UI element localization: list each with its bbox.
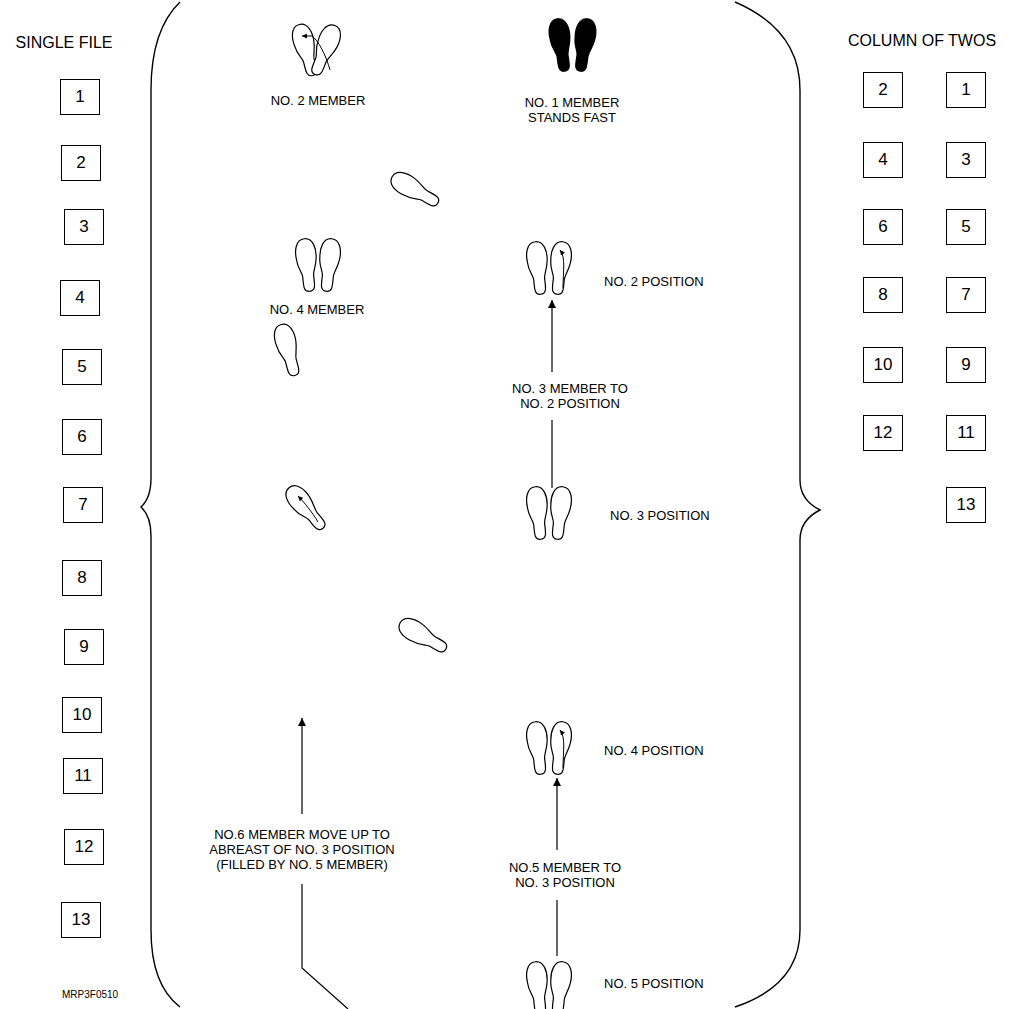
footprint xyxy=(547,721,573,776)
step-note: NO. 3 POSITION xyxy=(610,508,710,523)
member-number: 11 xyxy=(74,766,92,786)
member-number: 9 xyxy=(79,637,88,657)
member-number: 13 xyxy=(72,910,91,930)
footprint xyxy=(294,238,320,293)
footprint xyxy=(547,17,574,72)
move-arrow xyxy=(551,420,552,488)
move-arrow xyxy=(556,778,557,850)
rank-box: 3 xyxy=(946,142,986,178)
member-number: 5 xyxy=(77,357,86,377)
rank-box: 6 xyxy=(863,209,903,245)
footprint xyxy=(525,241,551,296)
turn-arrow xyxy=(560,730,564,768)
member-number: 10 xyxy=(73,705,92,725)
step-note: NO. 4 MEMBER xyxy=(270,302,365,317)
footprint xyxy=(281,481,331,535)
move-arrow xyxy=(551,300,552,372)
rank-box: 9 xyxy=(946,347,986,383)
footprint xyxy=(387,168,443,212)
member-number: 10 xyxy=(874,355,893,375)
member-number: 7 xyxy=(961,285,970,305)
rank-box: 4 xyxy=(863,142,903,178)
member-number: 6 xyxy=(878,217,887,237)
footprint xyxy=(525,961,551,1009)
member-number: 12 xyxy=(874,423,893,443)
formation-heading: COLUMN OF TWOS xyxy=(848,31,996,50)
rank-box: 9 xyxy=(64,629,104,665)
turn-arrow xyxy=(302,36,330,70)
step-note: NO. 2 MEMBER xyxy=(271,93,366,108)
rank-box: 5 xyxy=(62,349,102,385)
member-number: 7 xyxy=(78,495,87,515)
move-arrow xyxy=(302,884,348,1009)
figure-code: MRP3F0510 xyxy=(62,989,118,1001)
member-number: 1 xyxy=(961,80,970,100)
formation-heading: SINGLE FILE xyxy=(16,33,113,52)
rank-box: 7 xyxy=(946,277,986,313)
rank-box: 2 xyxy=(61,145,101,181)
rank-box: 12 xyxy=(64,829,104,865)
member-number: 8 xyxy=(77,568,86,588)
member-number: 4 xyxy=(75,288,84,308)
footprint xyxy=(525,486,551,541)
member-number: 11 xyxy=(957,423,975,443)
footprint xyxy=(395,614,451,658)
footprint xyxy=(570,17,597,72)
footprint xyxy=(316,238,342,293)
footprint xyxy=(547,486,573,541)
rank-box: 7 xyxy=(63,487,103,523)
step-note: NO.6 MEMBER MOVE UP TO ABREAST OF NO. 3 … xyxy=(204,827,400,872)
footprint xyxy=(306,22,345,79)
rank-box: 4 xyxy=(60,280,100,316)
move-arrow xyxy=(556,900,557,956)
right-brace xyxy=(735,2,820,1007)
rank-box: 6 xyxy=(62,419,102,455)
member-number: 2 xyxy=(878,80,887,100)
rank-box: 10 xyxy=(863,347,903,383)
step-note: NO. 1 MEMBER STANDS FAST xyxy=(512,95,632,125)
turn-arrow xyxy=(298,496,318,522)
rank-box: 1 xyxy=(946,72,986,108)
member-number: 2 xyxy=(76,153,85,173)
rank-box: 5 xyxy=(946,209,986,245)
rank-box: 1 xyxy=(60,79,100,115)
step-note: NO. 4 POSITION xyxy=(604,743,704,758)
step-note: NO.5 MEMBER TO NO. 3 POSITION xyxy=(495,860,635,890)
step-note: NO. 3 MEMBER TO NO. 2 POSITION xyxy=(500,381,640,411)
member-number: 5 xyxy=(961,217,970,237)
footprint xyxy=(547,241,573,296)
turn-arrow xyxy=(560,250,564,288)
member-number: 8 xyxy=(878,285,887,305)
member-number: 3 xyxy=(961,150,970,170)
member-number: 12 xyxy=(75,837,94,857)
move-arrow xyxy=(301,718,302,814)
footprint xyxy=(271,322,304,378)
member-number: 3 xyxy=(79,217,88,237)
step-note: NO. 5 POSITION xyxy=(604,976,704,991)
rank-box: 13 xyxy=(946,487,986,523)
member-number: 4 xyxy=(878,150,887,170)
rank-box: 12 xyxy=(863,415,903,451)
rank-box: 2 xyxy=(863,72,903,108)
rank-box: 3 xyxy=(64,209,104,245)
rank-box: 11 xyxy=(946,415,986,451)
rank-box: 8 xyxy=(863,277,903,313)
left-brace xyxy=(141,2,180,1007)
member-number: 1 xyxy=(75,87,84,107)
rank-box: 10 xyxy=(62,697,102,733)
rank-box: 11 xyxy=(63,758,103,794)
member-number: 13 xyxy=(957,495,976,515)
footprint xyxy=(547,961,573,1009)
rank-box: 13 xyxy=(61,902,101,938)
footprint xyxy=(525,721,551,776)
member-number: 9 xyxy=(961,355,970,375)
member-number: 6 xyxy=(77,427,86,447)
step-note: NO. 2 POSITION xyxy=(604,274,704,289)
rank-box: 8 xyxy=(62,560,102,596)
